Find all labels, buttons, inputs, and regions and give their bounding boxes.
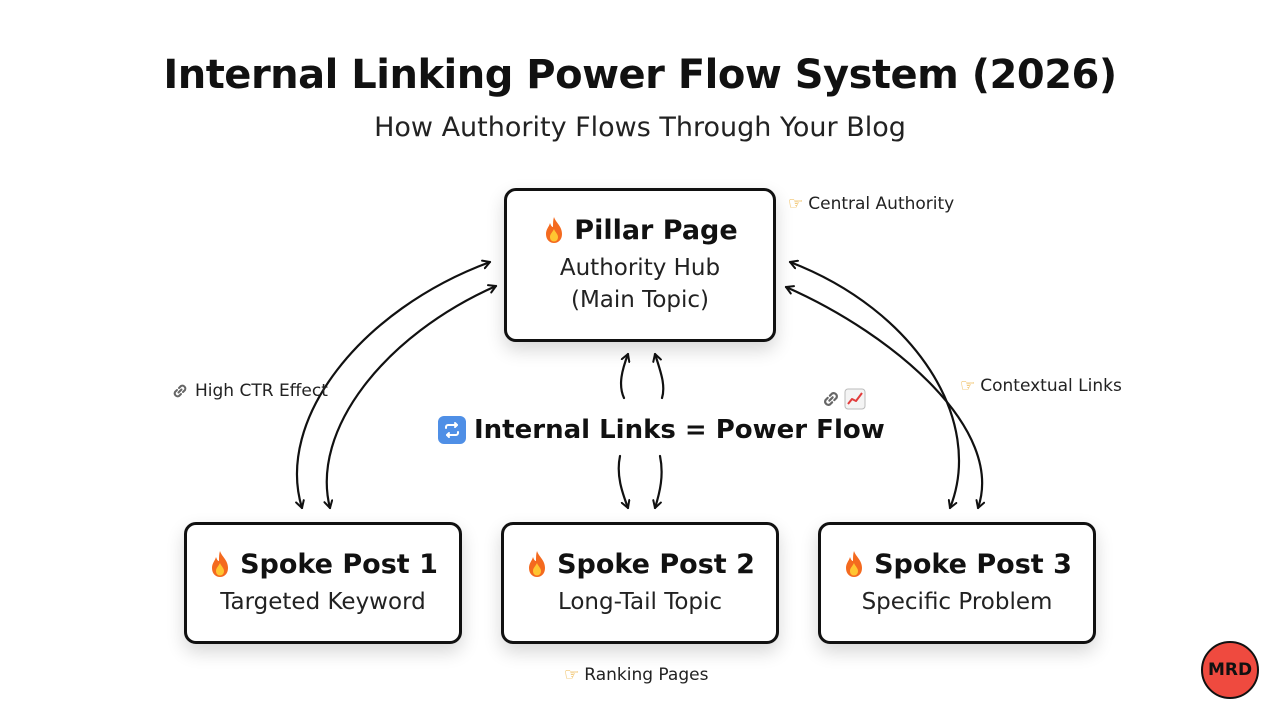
pillar-heading-text: Pillar Page [574, 214, 738, 246]
note-high-ctr-text: High CTR Effect [195, 381, 328, 401]
link-chart-icons [820, 388, 866, 410]
link-icon [824, 392, 838, 406]
fire-icon [529, 551, 546, 577]
spoke-3-heading-text: Spoke Post 3 [874, 548, 1072, 580]
note-central-authority: ☞ Central Authority [788, 194, 954, 214]
pointing-hand-icon: ☞ [960, 376, 976, 396]
spoke-1-subtitle: Targeted Keyword [220, 588, 426, 615]
pillar-line-2: (Main Topic) [570, 286, 709, 313]
pointing-hand-icon: ☞ [788, 194, 804, 214]
arrow-center-down-left [617, 454, 631, 510]
diagram-subtitle: How Authority Flows Through Your Blog [374, 112, 906, 143]
fire-icon [846, 551, 863, 577]
arrow-center-up-right [652, 352, 665, 400]
link-icon [173, 384, 187, 398]
spoke-2-heading-text: Spoke Post 2 [557, 548, 755, 580]
center-label-text: Internal Links = Power Flow [474, 415, 885, 445]
pillar-line-1: Authority Hub [559, 254, 721, 281]
spoke-post-2-node: Spoke Post 2 Long-Tail Topic [501, 522, 779, 644]
arrow-pillar-spoke3-outer [788, 259, 961, 510]
pillar-page-node: Pillar Page Authority Hub (Main Topic) [504, 188, 776, 342]
repeat-icon [438, 416, 466, 444]
chart-increasing-icon [844, 388, 866, 410]
spoke-post-3-node: Spoke Post 3 Specific Problem [818, 522, 1096, 644]
spoke-1-heading-text: Spoke Post 1 [240, 548, 438, 580]
arrow-pillar-spoke1-inner [323, 284, 498, 510]
note-central-authority-text: Central Authority [808, 194, 955, 214]
spoke-3-heading: Spoke Post 3 [842, 549, 1072, 580]
arrow-center-up-left [619, 352, 631, 400]
center-label: Internal Links = Power Flow [430, 410, 893, 450]
mrd-logo-badge: MRD [1201, 641, 1259, 699]
spoke-3-subtitle: Specific Problem [861, 588, 1053, 615]
diagram-title: Internal Linking Power Flow System (2026… [163, 52, 1117, 98]
pointing-hand-icon: ☞ [564, 665, 580, 685]
note-ranking-pages-text: Ranking Pages [584, 665, 709, 685]
arrow-center-down-right [652, 454, 663, 510]
spoke-post-1-node: Spoke Post 1 Targeted Keyword [184, 522, 462, 644]
spoke-2-subtitle: Long-Tail Topic [557, 588, 723, 615]
pillar-heading: Pillar Page [542, 214, 738, 246]
fire-icon [212, 551, 229, 577]
note-high-ctr: High CTR Effect [170, 381, 328, 401]
spoke-1-heading: Spoke Post 1 [208, 549, 438, 580]
fire-icon [546, 217, 563, 243]
arrow-pillar-spoke3-inner [784, 285, 986, 510]
note-contextual-links-text: Contextual Links [980, 376, 1122, 396]
note-ranking-pages: ☞ Ranking Pages [564, 665, 708, 685]
spoke-2-heading: Spoke Post 2 [525, 549, 755, 580]
note-contextual-links: ☞ Contextual Links [960, 376, 1122, 396]
